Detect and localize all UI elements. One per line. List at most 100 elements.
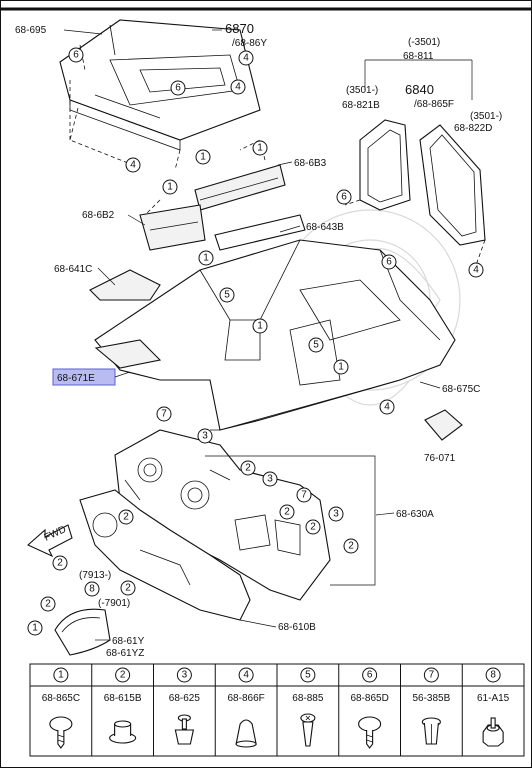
callout-circle: 7 xyxy=(296,487,312,503)
callout-circle: 2 xyxy=(120,580,136,596)
callout-circle: 1 xyxy=(195,149,211,165)
label-68-6b3: 68-6B3 xyxy=(294,158,327,169)
callout-circle: 2 xyxy=(40,596,56,612)
svg-text:5: 5 xyxy=(313,340,319,351)
callout-circle: 6 xyxy=(170,80,186,96)
rivet-clip-icon xyxy=(421,717,441,745)
svg-text:1: 1 xyxy=(338,362,344,373)
svg-text:4: 4 xyxy=(473,265,479,276)
svg-text:2: 2 xyxy=(310,522,316,533)
trim-643b[interactable] xyxy=(214,214,306,251)
svg-text:6: 6 xyxy=(73,50,79,61)
seatback-trim-right[interactable] xyxy=(419,124,486,246)
label-68-61y: 68-61Y xyxy=(112,636,145,647)
callout-circle: 2 xyxy=(279,504,295,520)
callout-circle: 4 xyxy=(238,50,254,66)
callout-circle: 2 xyxy=(118,509,134,525)
svg-text:4: 4 xyxy=(235,82,241,93)
label-3501-a: (-3501) xyxy=(408,37,440,48)
trim-6b2[interactable] xyxy=(139,204,206,251)
callout-circle: 4 xyxy=(379,399,395,415)
legend-part-code: 68-865D xyxy=(350,693,388,704)
svg-text:5: 5 xyxy=(224,290,230,301)
callout-circle: 2 xyxy=(52,555,68,571)
svg-text:1: 1 xyxy=(32,623,38,634)
legend-item: 7 56-385B xyxy=(400,664,451,756)
svg-text:3: 3 xyxy=(333,509,339,520)
callout-circle: 4 xyxy=(468,262,484,278)
callout-circle: 2 xyxy=(240,460,256,476)
label-68-822d: 68-822D xyxy=(454,123,492,134)
callout-circle: 1 xyxy=(252,318,268,334)
svg-text:4: 4 xyxy=(384,402,390,413)
push-clip-icon xyxy=(49,716,73,749)
svg-text:6: 6 xyxy=(386,257,392,268)
legend-item: 168-865C xyxy=(42,667,80,749)
wheelhouse-trim-61y[interactable] xyxy=(54,608,111,656)
label-68-630a: 68-630A xyxy=(396,509,434,520)
callout-labels: 68-695 6870 /68-86Y (-3501) 68-811 (3501… xyxy=(15,21,502,659)
svg-text:7: 7 xyxy=(161,409,167,420)
label-68-675c: 68-675C xyxy=(442,384,480,395)
svg-text:2: 2 xyxy=(245,463,251,474)
svg-text:3: 3 xyxy=(267,474,273,485)
callout-circle: 2 xyxy=(305,519,321,535)
callout-circle: 6 xyxy=(381,254,397,270)
legend-number: 7 xyxy=(429,670,435,681)
trim-641c[interactable] xyxy=(89,269,161,301)
trunk-mat[interactable] xyxy=(59,19,261,151)
legend-part-code: 61-A15 xyxy=(477,693,510,704)
flange-nut-icon xyxy=(109,720,137,744)
callout-circle: 2 xyxy=(343,538,359,554)
label-68-641c: 68-641C xyxy=(54,264,92,275)
callout-circle: 4 xyxy=(230,79,246,95)
svg-text:1: 1 xyxy=(257,143,263,154)
legend-part-code: 68-615B xyxy=(104,693,142,704)
legend-number-circle xyxy=(115,667,131,683)
callout-circle: 7 xyxy=(156,406,172,422)
label-6840: 6840 xyxy=(405,82,434,97)
callout-circle: 3 xyxy=(197,428,213,444)
label-68-610b: 68-610B xyxy=(278,622,316,633)
svg-text:2: 2 xyxy=(57,558,63,569)
legend-item: 268-615B xyxy=(91,664,142,756)
label-68-6b2: 68-6B2 xyxy=(82,210,115,221)
trim-6b3[interactable] xyxy=(194,164,286,211)
floor-carpet[interactable] xyxy=(94,239,456,431)
label-68-811: 68-811 xyxy=(403,51,434,62)
floor-mat-76-071[interactable] xyxy=(424,409,463,441)
svg-text:1: 1 xyxy=(200,152,206,163)
svg-text:7: 7 xyxy=(301,490,307,501)
legend-part-code: 68-866F xyxy=(228,693,265,704)
legend-item: 4 68-866F xyxy=(214,664,265,756)
svg-text:2: 2 xyxy=(123,512,129,523)
label-68-86y: /68-86Y xyxy=(232,38,267,49)
svg-text:1: 1 xyxy=(257,321,263,332)
svg-text:3: 3 xyxy=(202,431,208,442)
legend-number: 3 xyxy=(182,670,188,681)
callout-circle: 1 xyxy=(252,140,268,156)
numbered-callouts: 6 6 4 4 4 1 1 1 6 4 1 6 5 1 5 1 4 7 3 2 … xyxy=(27,47,484,636)
callout-circle: 6 xyxy=(68,47,84,63)
label-6870: 6870 xyxy=(225,21,254,36)
push-clip-icon xyxy=(358,716,382,749)
label-68-671e[interactable]: 68-671E xyxy=(57,373,95,384)
legend-item: 8 61-A15 xyxy=(461,664,510,756)
label-68-643b: 68-643B xyxy=(306,222,344,233)
callout-circle: 3 xyxy=(262,471,278,487)
legend-part-code: 56-385B xyxy=(412,693,450,704)
legend-number-circle xyxy=(238,667,254,683)
leader-lines xyxy=(95,29,441,641)
legend-item: 368-625 xyxy=(153,664,200,756)
legend-number: 4 xyxy=(243,670,249,681)
legend-number-circle xyxy=(300,667,316,683)
legend-number: 8 xyxy=(490,670,496,681)
hex-nut-icon xyxy=(482,717,504,747)
svg-text:4: 4 xyxy=(243,53,249,64)
seatback-trim-left[interactable] xyxy=(359,119,411,211)
label-68-695: 68-695 xyxy=(15,25,47,36)
callout-circle: 8 xyxy=(84,581,100,597)
fastener-legend: 168-865C268-615B368-625468-866F568-88566… xyxy=(29,663,525,757)
callout-circle: 5 xyxy=(308,337,324,353)
